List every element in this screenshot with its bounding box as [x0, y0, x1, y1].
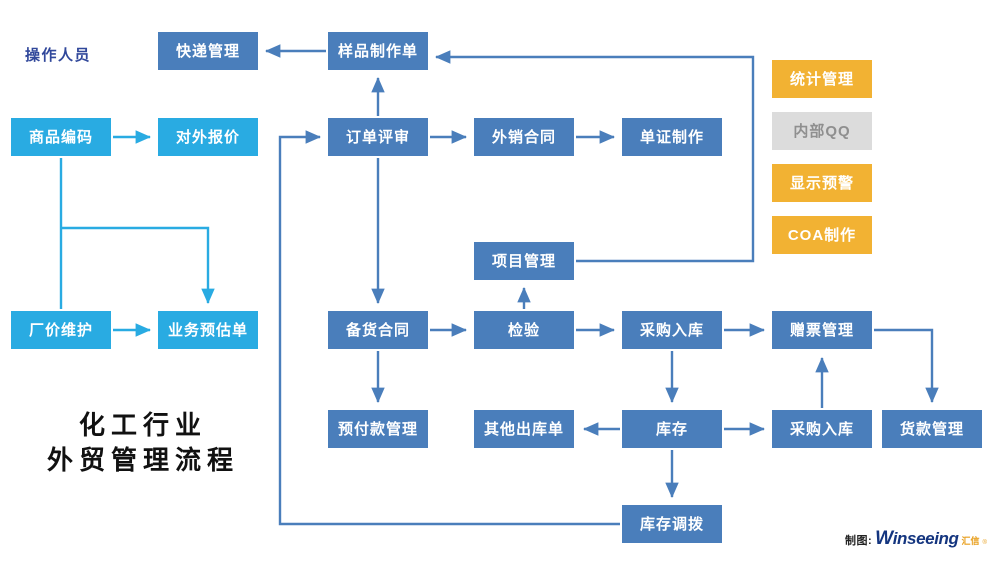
wire-shangpin-yewu [61, 226, 215, 304]
node-changjia[interactable]: 厂价维护 [11, 311, 111, 349]
node-kucun[interactable]: 库存 [622, 410, 722, 448]
registered-mark: ® [982, 540, 987, 546]
diagram-title: 化工行业 外贸管理流程 [18, 408, 268, 478]
node-qitachuku[interactable]: 其他出库单 [474, 410, 574, 448]
node-tongji[interactable]: 统计管理 [772, 60, 872, 98]
brand-chinese: 汇信 [961, 536, 980, 546]
brand-rest: inseeing [892, 529, 959, 548]
node-shangpin[interactable]: 商品编码 [11, 118, 111, 156]
node-jianyan[interactable]: 检验 [474, 311, 574, 349]
node-huokuan[interactable]: 货款管理 [882, 410, 982, 448]
node-dingdan[interactable]: 订单评审 [328, 118, 428, 156]
node-zengpiao[interactable]: 赠票管理 [772, 311, 872, 349]
node-danzheng[interactable]: 单证制作 [622, 118, 722, 156]
node-yufukuan[interactable]: 预付款管理 [328, 410, 428, 448]
wire-xiangmu-yangpin [435, 50, 755, 263]
credit-prefix: 制图: [845, 535, 873, 547]
node-kucundiaobo[interactable]: 库存调拨 [622, 505, 722, 543]
brand-initial: W [875, 528, 893, 549]
node-yangpin[interactable]: 样品制作单 [328, 32, 428, 70]
node-xiangmu[interactable]: 项目管理 [474, 242, 574, 280]
node-waixiao[interactable]: 外销合同 [474, 118, 574, 156]
title-line-2: 外贸管理流程 [46, 446, 239, 476]
role-label: 操作人员 [25, 47, 92, 64]
node-caigou-ruku-2[interactable]: 采购入库 [772, 410, 872, 448]
node-kuaidi[interactable]: 快递管理 [158, 32, 258, 70]
credit-logo: 制图: Winseeing 汇信 ® [845, 528, 987, 550]
brand-wordmark: Winseeing [875, 528, 959, 550]
node-duiwai[interactable]: 对外报价 [158, 118, 258, 156]
node-xianshi[interactable]: 显示预警 [772, 164, 872, 202]
node-beihuo[interactable]: 备货合同 [328, 311, 428, 349]
node-yewu[interactable]: 业务预估单 [158, 311, 258, 349]
node-neibuqq[interactable]: 内部QQ [772, 112, 872, 150]
wire-zengpiao-huokuan [874, 328, 939, 403]
node-coa[interactable]: COA制作 [772, 216, 872, 254]
node-caigou-ruku-1[interactable]: 采购入库 [622, 311, 722, 349]
title-line-1: 化工行业 [78, 411, 207, 440]
